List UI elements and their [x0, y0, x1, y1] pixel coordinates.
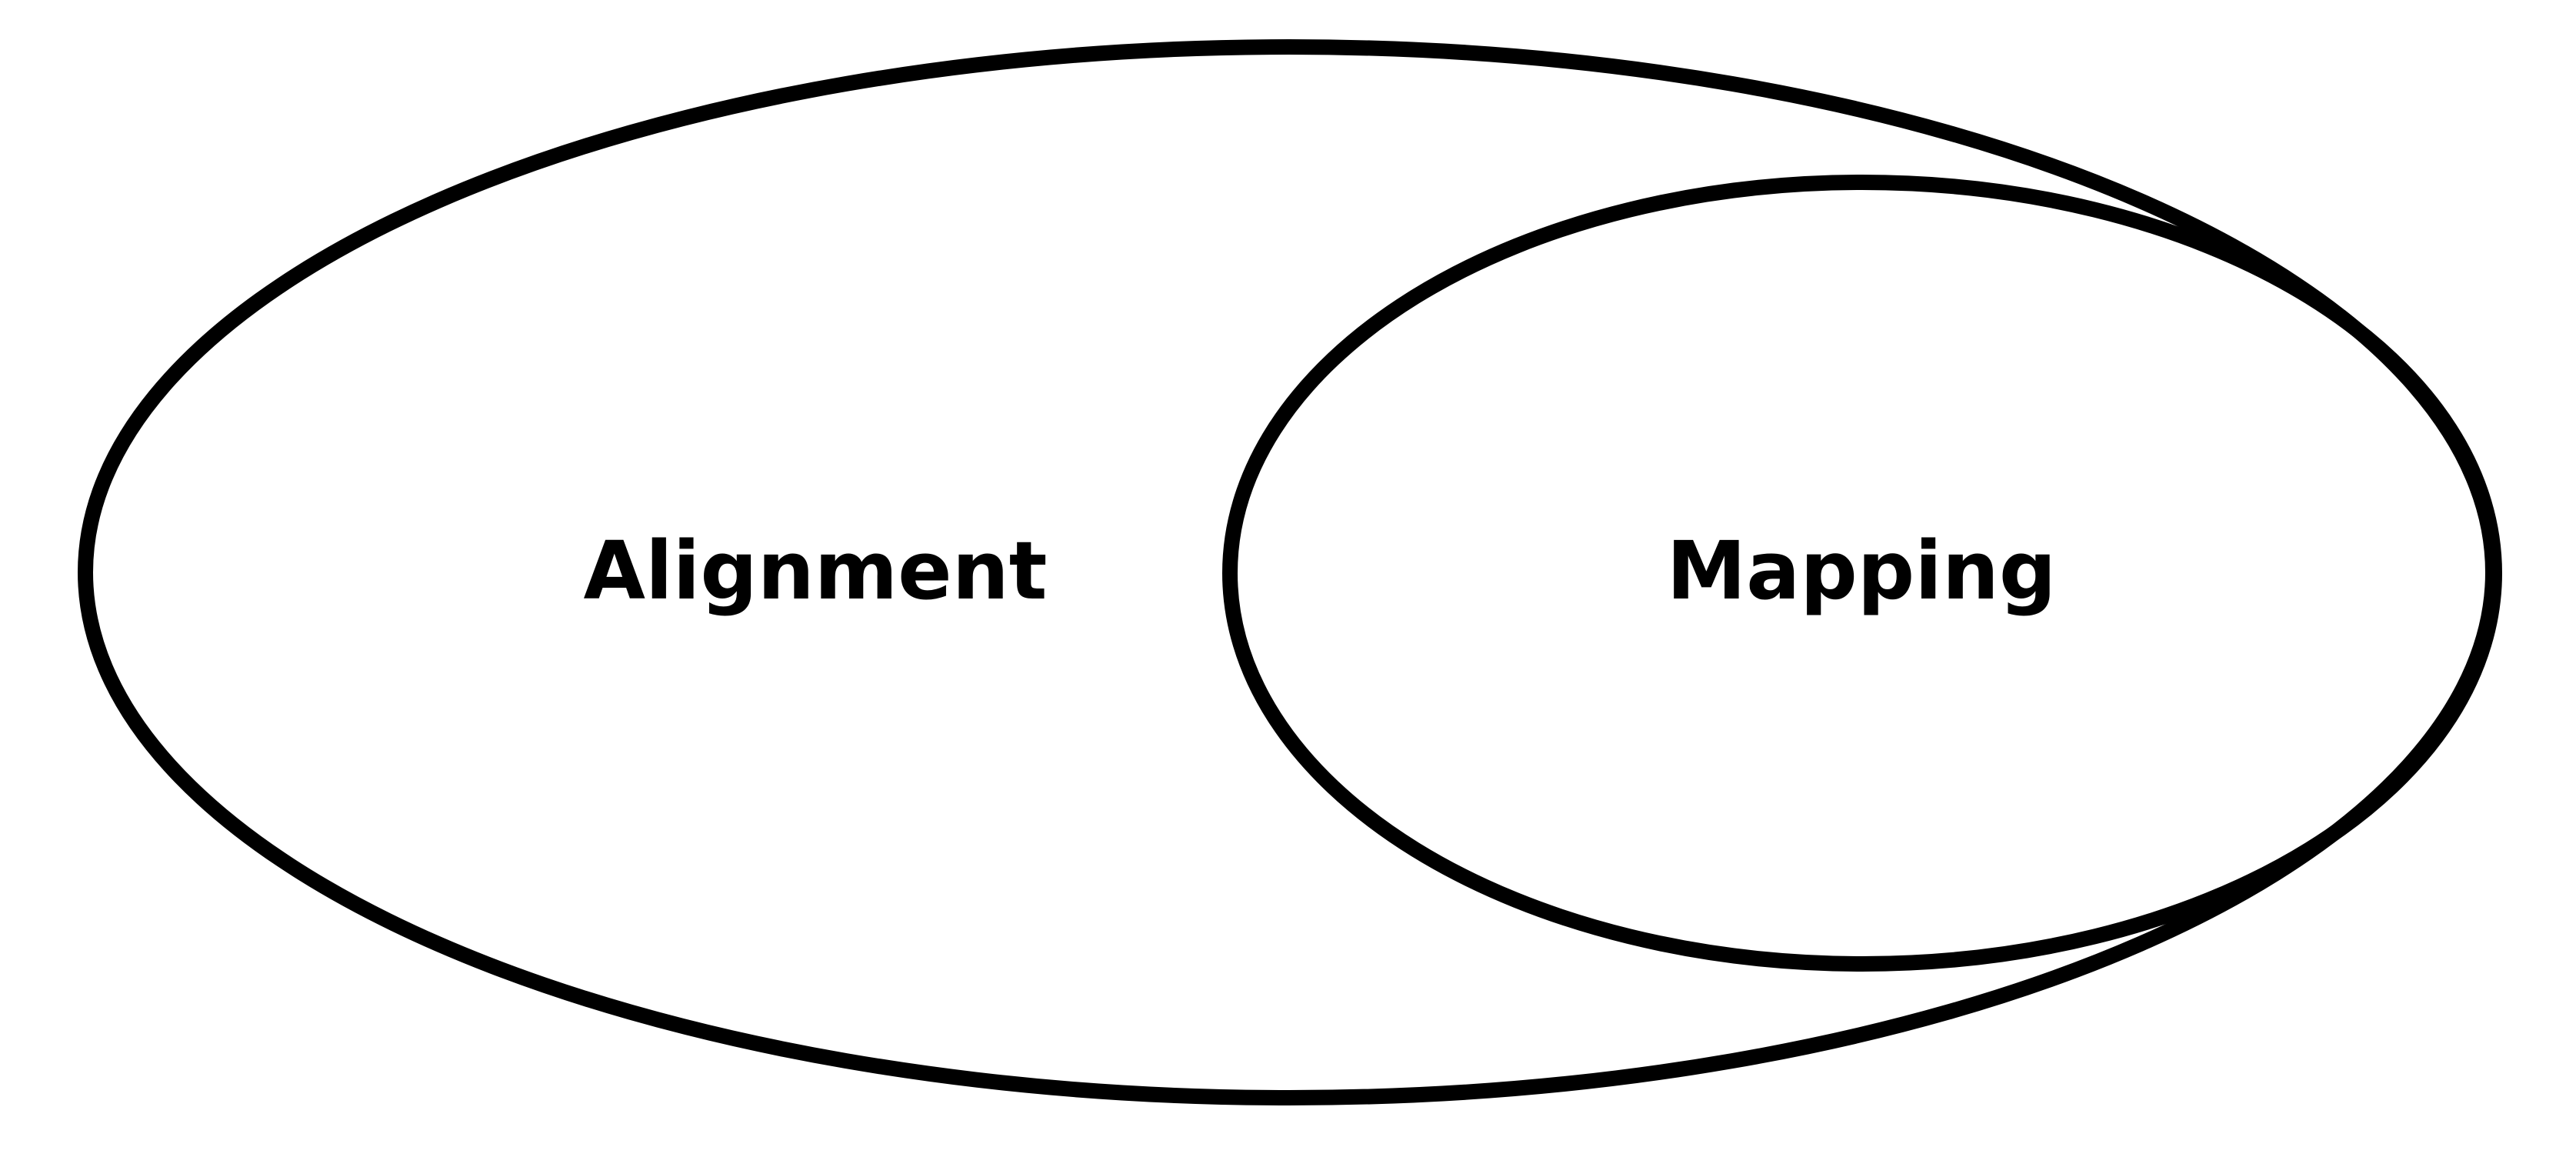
mapping-label: Mapping [1667, 524, 2057, 618]
mapping-ellipse [1222, 175, 2502, 972]
alignment-label: Alignment [584, 524, 1048, 618]
alignment-ellipse [78, 39, 2501, 1105]
